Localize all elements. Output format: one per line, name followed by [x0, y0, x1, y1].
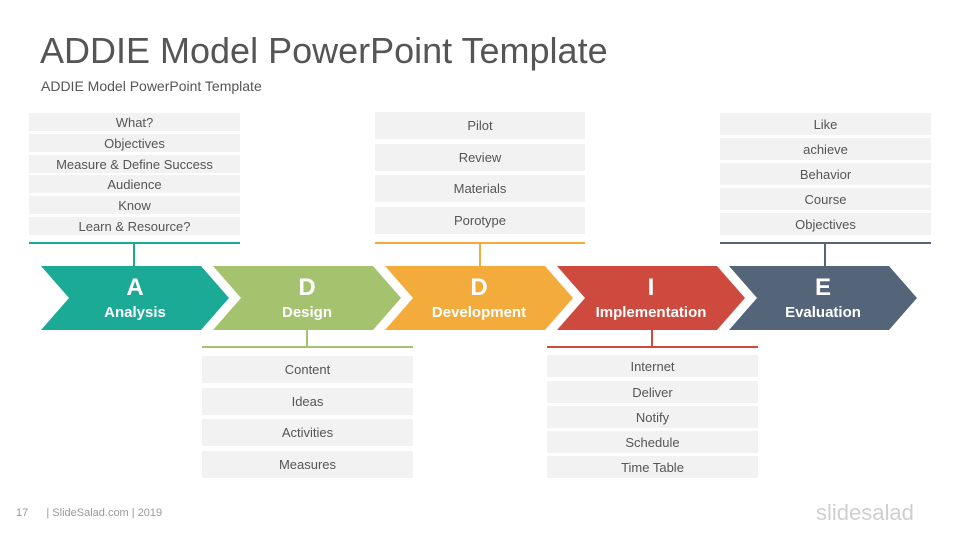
slide-title: ADDIE Model PowerPoint Template — [40, 30, 608, 71]
list-item: Objectives — [720, 213, 931, 235]
chevron-fill — [385, 266, 573, 330]
phase-label: Analysis — [104, 304, 166, 321]
list-item: Pilot — [375, 112, 585, 139]
development-connector-stem — [479, 243, 481, 266]
phase-label: Implementation — [595, 304, 707, 321]
chevron-shape — [41, 266, 229, 330]
phase-analysis: A Analysis — [41, 266, 229, 330]
phase-evaluation: E Evaluation — [729, 266, 917, 330]
list-item: Ideas — [202, 388, 413, 415]
list-item: Content — [202, 356, 413, 383]
phase-implementation: I Implementation — [557, 266, 745, 330]
evaluation-connector-stem — [824, 243, 826, 266]
phase-design: D Design — [213, 266, 401, 330]
chevron-fill — [729, 266, 917, 330]
implementation-connector-stem — [651, 330, 653, 346]
phase-label: Development — [431, 304, 527, 321]
list-item: What? — [29, 113, 240, 131]
design-connector-stem — [306, 330, 308, 346]
list-item: Internet — [547, 355, 758, 377]
chevron-fill — [41, 266, 229, 330]
list-item: achieve — [720, 138, 931, 160]
list-item: Materials — [375, 175, 585, 202]
phase-label: Design — [281, 304, 332, 321]
list-item: Deliver — [547, 381, 758, 403]
list-item: Measures — [202, 451, 413, 478]
phase-label: Evaluation — [785, 304, 861, 321]
footer-credit: | SlideSalad.com | 2019 — [46, 507, 163, 519]
footer: 17 | SlideSalad.com | 2019 — [16, 507, 162, 519]
chevron-shape — [729, 266, 917, 330]
list-item: Like — [720, 113, 931, 135]
phase-letter: I — [647, 274, 655, 301]
design-connector-line — [202, 346, 413, 348]
list-item: Learn & Resource? — [29, 217, 240, 235]
slide-subtitle: ADDIE Model PowerPoint Template — [41, 78, 262, 94]
list-item: Schedule — [547, 431, 758, 453]
brand-logo: slidesalad — [816, 500, 914, 525]
phase-letter: D — [470, 274, 488, 301]
chevron-shape — [213, 266, 401, 330]
phase-letter: A — [126, 274, 144, 301]
chevron-fill — [557, 266, 745, 330]
chevron-shape — [385, 266, 573, 330]
list-item: Course — [720, 188, 931, 210]
page-number: 17 — [16, 507, 29, 519]
list-item: Porotype — [375, 207, 585, 234]
list-item: Measure & Define Success — [29, 155, 240, 173]
phase-letter: E — [814, 274, 831, 301]
list-item: Objectives — [29, 134, 240, 152]
list-item: Review — [375, 144, 585, 171]
chevron-fill — [213, 266, 401, 330]
list-item: Notify — [547, 406, 758, 428]
implementation-connector-line — [547, 346, 758, 348]
chevron-shape — [557, 266, 745, 330]
list-item: Behavior — [720, 163, 931, 185]
list-item: Audience — [29, 175, 240, 193]
phase-letter: D — [298, 274, 316, 301]
phase-development: D Development — [385, 266, 573, 330]
analysis-connector-stem — [133, 243, 135, 266]
list-item: Know — [29, 196, 240, 214]
list-item: Activities — [202, 419, 413, 446]
list-item: Time Table — [547, 456, 758, 478]
